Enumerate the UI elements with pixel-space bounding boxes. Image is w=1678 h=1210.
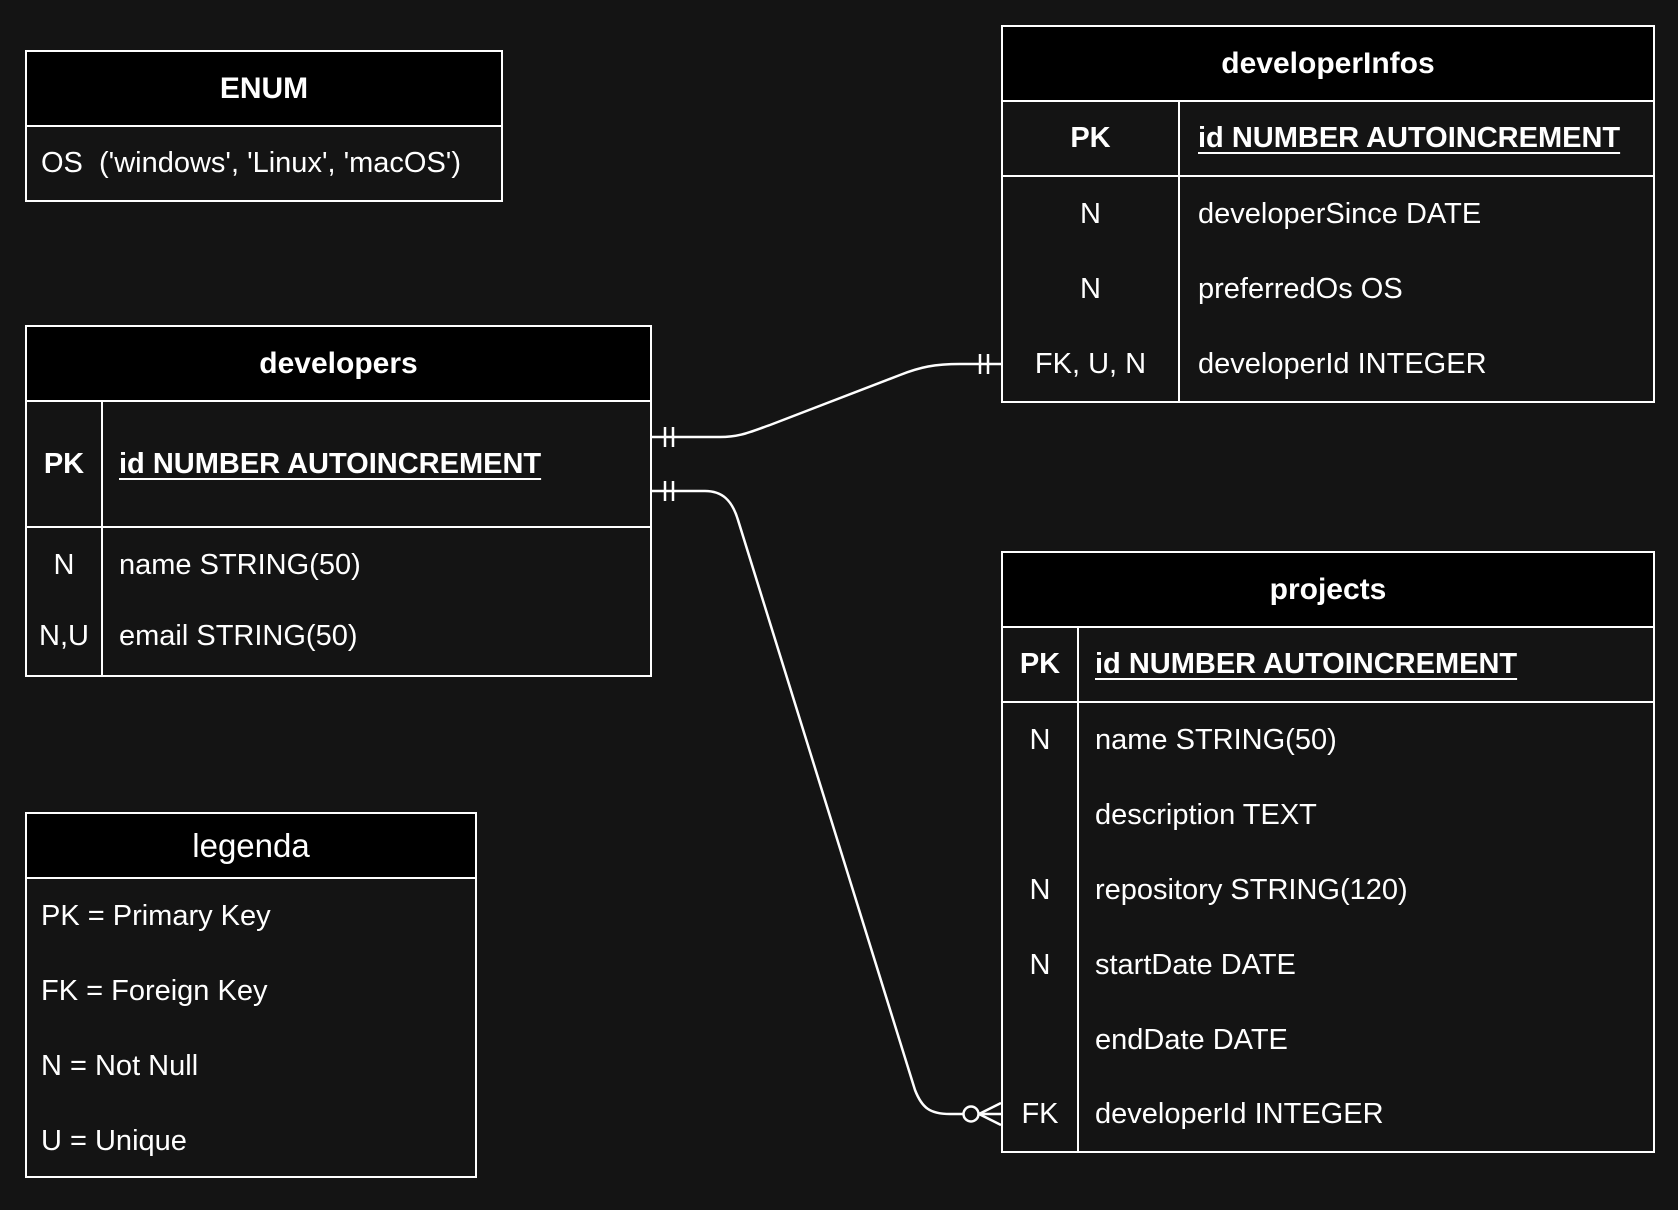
projects-row: description TEXT	[1003, 778, 1653, 853]
projects-row: endDate DATE	[1003, 1003, 1653, 1078]
row-field: developerId INTEGER	[1095, 1098, 1384, 1130]
projects-column-divider	[1077, 627, 1079, 1151]
developers-pk-divider	[27, 526, 650, 528]
legend-item: N = Not Null	[41, 1050, 199, 1082]
developers-row: N name STRING(50)	[27, 528, 650, 603]
developerinfos-row: N developerSince DATE	[1003, 177, 1653, 252]
row-field: id NUMBER AUTOINCREMENT	[1095, 648, 1518, 680]
crow-foot-icon	[978, 1101, 1002, 1116]
developerinfos-row: FK, U, N developerId INTEGER	[1003, 327, 1653, 402]
row-key: PK	[1019, 648, 1061, 680]
enum-entity[interactable]: ENUM OS ('windows', 'Linux', 'macOS')	[25, 50, 503, 202]
developerinfos-pk-divider	[1003, 175, 1653, 177]
row-key: N	[1080, 198, 1101, 230]
row-field: developerSince DATE	[1198, 198, 1482, 230]
row-key: N	[1080, 273, 1101, 305]
row-field: name STRING(50)	[1095, 724, 1337, 756]
row-field: preferredOs OS	[1198, 273, 1403, 305]
row-key: N	[53, 549, 75, 581]
projects-row: FK developerId INTEGER	[1003, 1078, 1653, 1151]
legend-item: PK = Primary Key	[41, 900, 271, 932]
projects-entity[interactable]: projects PK id NUMBER AUTOINCREMENT N na…	[1001, 551, 1655, 1153]
projects-row: N startDate DATE	[1003, 928, 1653, 1003]
enum-title: ENUM	[27, 52, 501, 127]
row-field: developerId INTEGER	[1198, 348, 1487, 380]
projects-row: N repository STRING(120)	[1003, 853, 1653, 928]
developers-pk-row: PK id NUMBER AUTOINCREMENT	[27, 402, 650, 526]
projects-title: projects	[1003, 553, 1653, 628]
enum-os-row: OS ('windows', 'Linux', 'macOS')	[41, 147, 462, 179]
row-key: PK	[43, 447, 85, 480]
row-key: N	[1029, 724, 1051, 756]
legend-item: U = Unique	[41, 1125, 187, 1157]
developers-projects-relationship-line	[652, 489, 963, 1116]
legend-box[interactable]: legenda PK = Primary Key FK = Foreign Ke…	[25, 812, 477, 1178]
row-field: id NUMBER AUTOINCREMENT	[1198, 122, 1621, 154]
row-field: startDate DATE	[1095, 949, 1296, 981]
row-field: id NUMBER AUTOINCREMENT	[119, 447, 542, 480]
developerinfos-column-divider	[1178, 101, 1180, 401]
developerinfos-row: N preferredOs OS	[1003, 252, 1653, 327]
projects-row: N name STRING(50)	[1003, 703, 1653, 778]
row-field: repository STRING(120)	[1095, 874, 1408, 906]
developers-row: N,U email STRING(50)	[27, 601, 650, 671]
developers-developerinfos-relationship-line	[652, 362, 1001, 439]
developers-column-divider	[101, 401, 103, 675]
row-field: endDate DATE	[1095, 1024, 1288, 1056]
legend-item: FK = Foreign Key	[41, 975, 268, 1007]
row-key: N,U	[39, 619, 89, 652]
row-key: FK, U, N	[1034, 348, 1147, 380]
row-key: N	[1029, 874, 1051, 906]
developerinfos-entity[interactable]: developerInfos PK id NUMBER AUTOINCREMEN…	[1001, 25, 1655, 403]
developerinfos-pk-row: PK id NUMBER AUTOINCREMENT	[1003, 102, 1653, 175]
projects-pk-row: PK id NUMBER AUTOINCREMENT	[1003, 628, 1653, 701]
developerinfos-title: developerInfos	[1003, 27, 1653, 102]
row-field: description TEXT	[1095, 799, 1317, 831]
legend-title: legenda	[27, 814, 475, 879]
developers-title: developers	[27, 327, 650, 402]
row-key: N	[1029, 949, 1051, 981]
projects-pk-divider	[1003, 701, 1653, 703]
developers-entity[interactable]: developers PK id NUMBER AUTOINCREMENT N …	[25, 325, 652, 677]
row-field: email STRING(50)	[119, 619, 358, 652]
zero-mark-icon	[962, 1105, 980, 1123]
row-key: FK	[1021, 1098, 1059, 1130]
row-field: name STRING(50)	[119, 549, 361, 581]
row-key: PK	[1070, 122, 1111, 154]
crow-foot-icon	[978, 1112, 1002, 1127]
